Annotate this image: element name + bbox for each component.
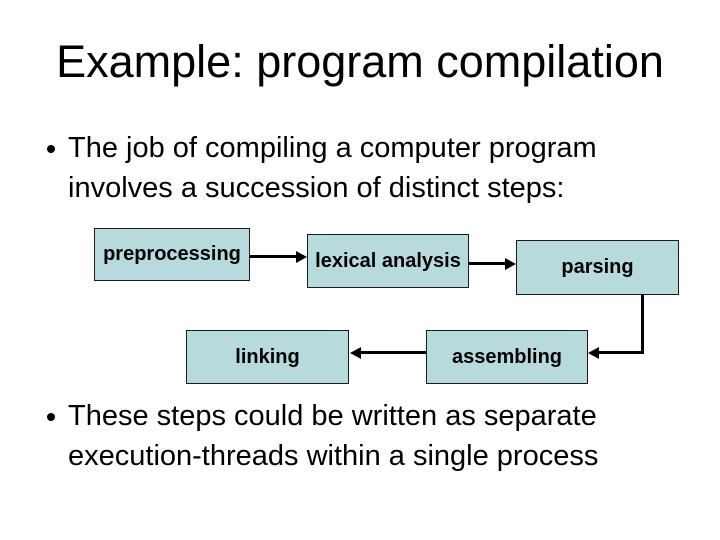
flow-box-label: linking [235, 345, 300, 368]
flow-box-linking: linking [186, 330, 349, 384]
bullet-dot-icon [47, 145, 55, 153]
slide-title: Example: program compilation [56, 36, 664, 87]
arrowhead-right-icon [505, 258, 516, 270]
arrow-shaft [361, 351, 426, 354]
bullet-item-1: The job of compiling a computer program … [47, 128, 679, 208]
bullet-text: These steps could be written as separate… [68, 400, 599, 472]
flow-box-label: preprocessing [103, 243, 241, 265]
arrow-shaft [469, 262, 506, 265]
bullet-text: The job of compiling a computer program … [68, 132, 597, 204]
flow-box-parsing: parsing [516, 240, 679, 295]
flow-box-label: lexical analysis [315, 249, 461, 272]
arrowhead-left-icon [350, 347, 361, 359]
arrow-shaft [599, 351, 644, 354]
arrowhead-left-icon [588, 347, 599, 359]
flow-box-label: assembling [451, 345, 563, 368]
arrowhead-right-icon [296, 251, 307, 263]
bullet-dot-icon [47, 413, 55, 421]
bullet-item-2: These steps could be written as separate… [47, 396, 679, 476]
flow-box-assembling: assembling [426, 330, 588, 384]
flow-box-label: parsing [561, 256, 634, 278]
arrow-shaft [250, 255, 297, 258]
arrow-shaft-vertical [641, 294, 644, 354]
flow-box-lexical-analysis: lexical analysis [307, 234, 469, 288]
flow-box-preprocessing: preprocessing [94, 228, 250, 281]
